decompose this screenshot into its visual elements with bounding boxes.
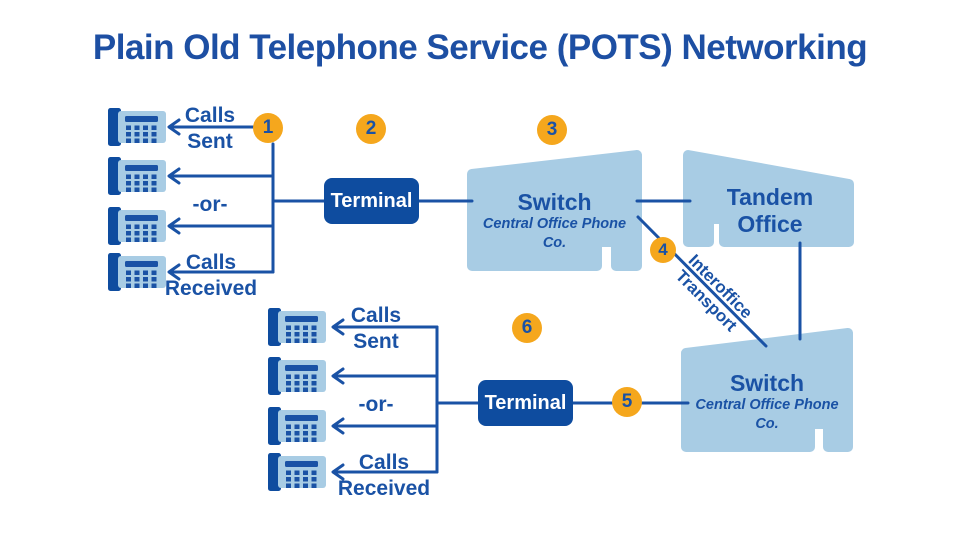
switch-bottom-building [681,328,853,452]
terminal-bottom-box: Terminal [478,380,573,426]
switch-bottom-label: Switch Central Office Phone Co. [685,370,849,434]
top-calls-received-label: Calls Received [164,251,258,300]
switch-top-building [467,150,642,271]
telephone-icon [108,157,166,195]
arrowheads [167,118,345,481]
bottom-calls-sent-label: Calls Sent [350,304,402,353]
top-or-label: -or- [192,193,228,216]
switch-bottom-name: Switch [729,370,805,396]
bottom-or-label: -or- [358,393,394,416]
terminal-top-box: Terminal [324,178,419,224]
switch-top-name: Switch [517,189,592,215]
telephone-icon [268,357,326,395]
step-marker-5: 5 [612,387,642,417]
tandem-office-label: Tandem Office [697,184,843,238]
telephone-icon [268,407,326,445]
step-marker-6: 6 [512,313,542,343]
step-marker-4: 4 [650,237,676,263]
tandem-office-building [683,150,854,247]
bottom-calls-received-label: Calls Received [337,451,431,500]
telephone-icon [268,308,326,346]
step-marker-1: 1 [253,113,283,143]
switch-top-label: Switch Central Office Phone Co. [472,189,637,253]
page-title: Plain Old Telephone Service (POTS) Netwo… [92,28,868,67]
step-marker-2: 2 [356,114,386,144]
switch-top-subtitle: Central Office Phone Co. [482,216,627,251]
top-calls-sent-label: Calls Sent [184,104,236,153]
step-marker-3: 3 [537,115,567,145]
tandem-office-name: Tandem Office [726,184,814,237]
telephone-icon [108,108,166,146]
telephone-icon [108,207,166,245]
switch-bottom-subtitle: Central Office Phone Co. [695,397,839,432]
